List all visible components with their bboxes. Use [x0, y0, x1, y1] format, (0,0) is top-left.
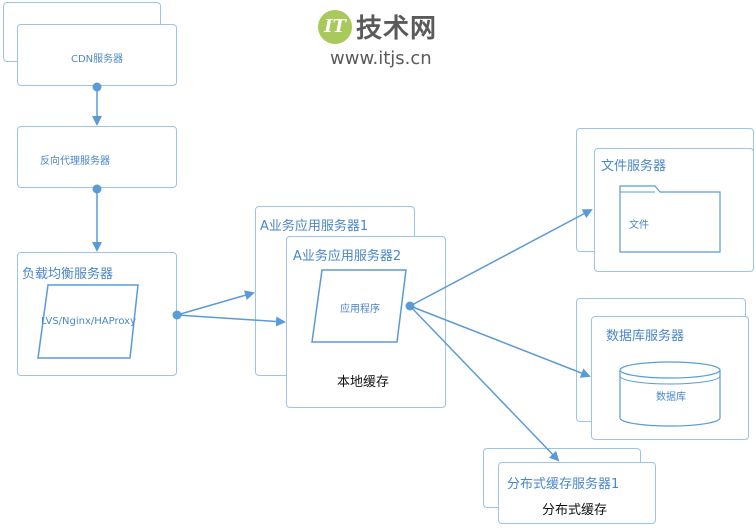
local-cache-label: 本地缓存: [337, 375, 390, 390]
reverse-proxy-label: 反向代理服务器: [40, 156, 110, 167]
dist-cache-server-label: 分布式缓存服务器1: [507, 477, 620, 492]
watermark-url: www.itjs.cn: [330, 48, 432, 69]
load-balancer-label: 负载均衡服务器: [22, 267, 114, 282]
connector-dot: [92, 184, 102, 194]
database-cylinder-icon: [619, 370, 721, 427]
app-program-shape: [311, 269, 407, 343]
file-folder-label: 文件: [629, 220, 649, 231]
db-server-label: 数据库服务器: [606, 329, 685, 344]
reverse-proxy-box: 反向代理服务器: [17, 126, 177, 188]
cdn-server-label: CDN服务器: [71, 54, 124, 65]
connector-dot: [405, 301, 415, 311]
db-cylinder-label: 数据库: [656, 392, 686, 403]
connector-dot: [172, 310, 182, 320]
dist-cache-label: 分布式缓存: [542, 503, 608, 518]
folder-icon: [619, 185, 721, 253]
connector-dot: [92, 82, 102, 92]
dist-cache-box: 分布式缓存服务器1 分布式缓存: [498, 462, 656, 524]
itjs-logo: IT: [318, 10, 352, 44]
watermark-brand: 技术网: [356, 14, 438, 44]
lb-software-label: LVS/Nginx/HAProxy: [41, 316, 137, 327]
app-program-label: 应用程序: [340, 304, 380, 315]
app-server-1-label: A业务应用服务器1: [260, 219, 369, 234]
file-server-label: 文件服务器: [601, 159, 667, 174]
lb-software-shape: [37, 284, 139, 359]
app-server-2-label: A业务应用服务器2: [293, 249, 402, 264]
